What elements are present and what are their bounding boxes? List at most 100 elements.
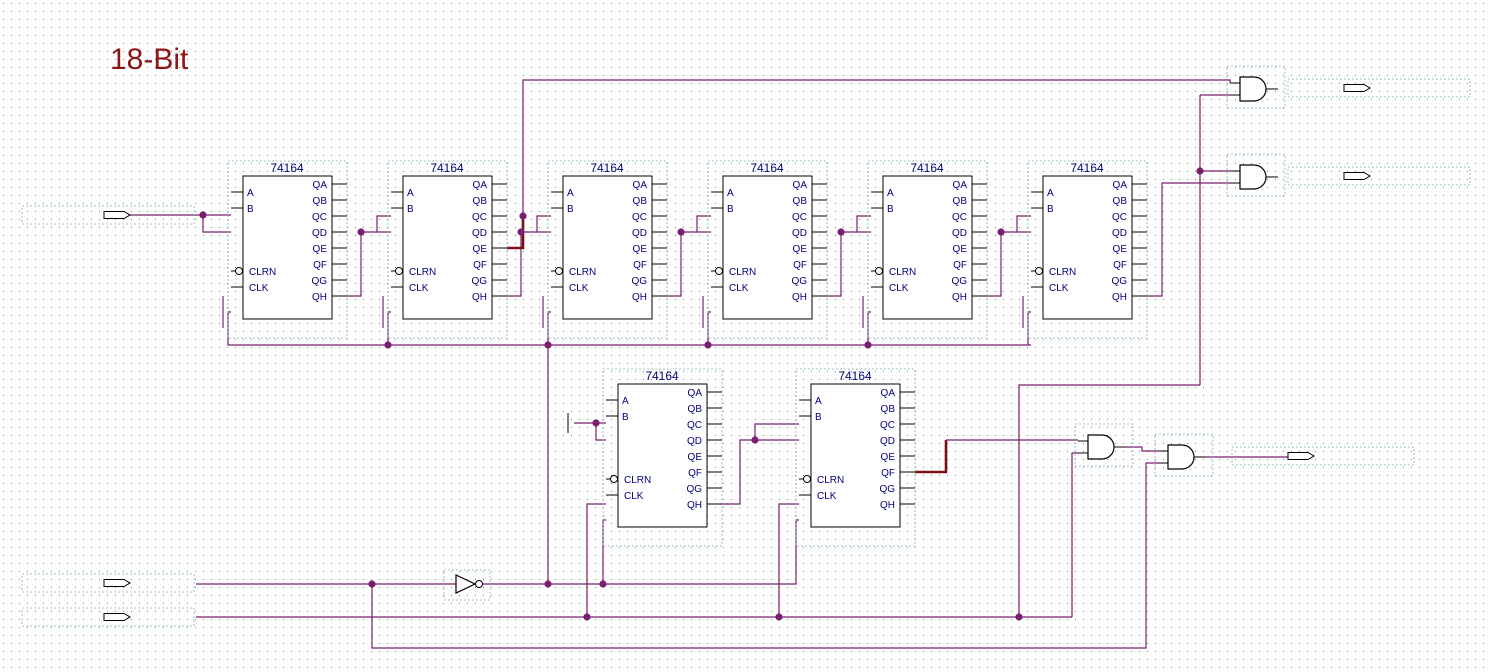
output-pin (1287, 166, 1471, 186)
pin-label: QE (633, 244, 648, 255)
pin-label: QD (472, 228, 487, 239)
wire (827, 231, 871, 297)
pin-label: QA (953, 180, 968, 191)
junction-dot (704, 341, 712, 349)
pin-label: CLK (249, 283, 269, 294)
pin-label: QG (1111, 276, 1127, 287)
pin-label: QF (793, 260, 807, 271)
pin-label: QB (953, 196, 968, 207)
output-pin-arrow (1343, 84, 1371, 92)
pin-label: B (567, 204, 574, 215)
junction-dot (519, 212, 527, 220)
not-gate-body (455, 574, 477, 594)
wire (507, 231, 551, 297)
pin-label: CLK (817, 491, 837, 502)
pin-label: CLRN (409, 267, 436, 278)
pin-label: QA (793, 180, 808, 191)
pin-label: B (815, 412, 822, 423)
symbol-frame (21, 607, 195, 627)
and2-gate (1226, 65, 1286, 109)
pin-label: QH (792, 292, 807, 303)
pin-label: CLK (569, 283, 589, 294)
inversion-bubble (475, 580, 483, 588)
pin-label: CLRN (249, 267, 276, 278)
pin-label: QG (951, 276, 967, 287)
input-pin-arrow (103, 613, 131, 621)
pin-label: QF (953, 260, 967, 271)
chip-name: 74164 (645, 369, 679, 383)
not-gate (443, 569, 491, 601)
pin-label: CLRN (1049, 267, 1076, 278)
chip-body (242, 175, 333, 320)
and-gate-body (1239, 76, 1267, 102)
wire (1016, 215, 1031, 232)
chip-body (617, 383, 708, 528)
pin-label: QC (880, 420, 895, 431)
inversion-bubble (395, 267, 403, 275)
pin-label: QB (313, 196, 328, 207)
junction-dot (775, 613, 783, 621)
pin-label: QG (879, 484, 895, 495)
and-gate-body (1167, 444, 1195, 470)
chip-name: 74164 (838, 369, 872, 383)
pin-label: CLRN (889, 267, 916, 278)
pin-label: QH (687, 500, 702, 511)
pin-label: QE (473, 244, 488, 255)
pin-label: QF (473, 260, 487, 271)
symbol-frame (21, 573, 195, 593)
pin-label: QF (881, 468, 895, 479)
wire (483, 519, 799, 585)
pin-label: QD (312, 228, 327, 239)
input-pin-arrow (103, 579, 131, 587)
chip-name: 74164 (750, 161, 784, 175)
pin-label: QB (793, 196, 808, 207)
chip-body (722, 175, 813, 320)
wire (376, 215, 391, 232)
pin-label: QG (791, 276, 807, 287)
pin-label: CLRN (729, 267, 756, 278)
symbol-frame (1074, 423, 1134, 467)
symbol-frame (21, 205, 195, 225)
inversion-bubble (1035, 267, 1043, 275)
pin-label: QH (880, 500, 895, 511)
pin-label: B (727, 204, 734, 215)
pin-label: QF (633, 260, 647, 271)
bus-wire (507, 216, 525, 250)
input-pin (21, 205, 195, 225)
pin-label: QH (472, 292, 487, 303)
pin-label: B (407, 204, 414, 215)
pin-label: A (622, 396, 629, 407)
wire (754, 423, 799, 440)
pin-label: QB (1113, 196, 1128, 207)
pin-label: QD (952, 228, 967, 239)
wire (856, 215, 871, 232)
junction-dot (544, 580, 552, 588)
pin-label: QG (686, 484, 702, 495)
inversion-bubble (235, 267, 243, 275)
pin-label: QC (687, 420, 702, 431)
pin-label: CLRN (817, 475, 844, 486)
and-gate-body (1239, 164, 1267, 190)
pin-label: QA (688, 388, 703, 399)
bus-wire (915, 440, 948, 474)
pin-label: QB (881, 404, 896, 415)
pin-label: QE (313, 244, 328, 255)
wire (987, 231, 1031, 297)
pin-label: A (815, 396, 822, 407)
junction-dot (384, 341, 392, 349)
pin-label: QH (952, 292, 967, 303)
junction-dot (1196, 167, 1204, 175)
pin-label: QF (313, 260, 327, 271)
junction-dot (864, 341, 872, 349)
pin-label: A (407, 188, 414, 199)
wire (347, 231, 391, 297)
pin-label: QA (313, 180, 328, 191)
pin-label: QA (1113, 180, 1128, 191)
wire (778, 503, 799, 617)
pin-label: QC (312, 212, 327, 223)
pin-label: QH (632, 292, 647, 303)
chip-body (810, 383, 901, 528)
pin-label: CLK (1049, 283, 1069, 294)
